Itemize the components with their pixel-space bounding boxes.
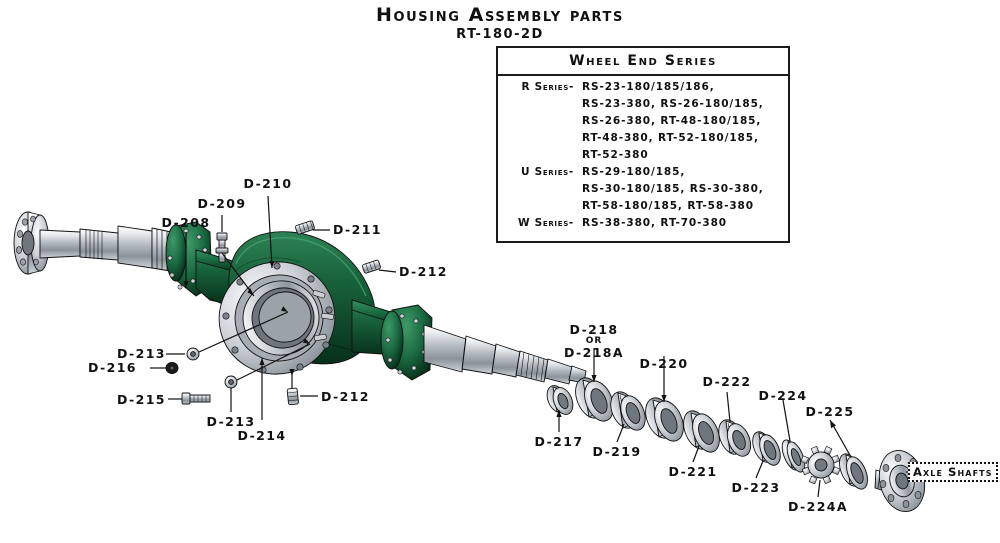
plug-d212-bottom — [286, 387, 299, 406]
callout-d218-or: OR — [585, 336, 603, 346]
part-d223 — [752, 431, 781, 466]
table-row: RS-23-380, RS-26-180/185, — [498, 98, 788, 115]
washer-d216 — [165, 362, 179, 374]
callout-d223: D-223 — [731, 480, 781, 495]
right-housing-flange — [380, 304, 433, 381]
washer-d213-upper — [186, 347, 200, 361]
part-d218 — [575, 377, 614, 422]
part-d224a — [800, 445, 841, 485]
callout-d220: D-220 — [639, 356, 689, 371]
part-d217 — [546, 385, 574, 415]
axle-shafts-label: Axle Shafts — [908, 462, 998, 482]
callout-d224a: D-224A — [788, 499, 848, 514]
series-models: RS-26-380, RT-48-180/185, — [582, 115, 762, 127]
callout-d212-bottom: D-212 — [321, 389, 370, 404]
page-subtitle: RT-180-2D — [456, 27, 544, 42]
callout-d214: D-214 — [237, 428, 287, 443]
plug-d211 — [295, 220, 315, 235]
table-row: R Series- RS-23-180/185/186, — [498, 81, 788, 98]
callout-d210: D-210 — [243, 176, 293, 191]
callout-d225: D-225 — [805, 404, 855, 419]
callout-d216: D-216 — [88, 360, 137, 375]
bolt-d215 — [181, 392, 211, 405]
wheel-end-component-stack — [546, 377, 926, 512]
callout-d213-lower: D-213 — [206, 414, 256, 429]
callout-d212-top: D-212 — [399, 264, 448, 279]
table-row: U Series- RS-29-180/185, — [498, 166, 788, 183]
part-d221 — [683, 410, 720, 453]
table-row: RT-58-180/185, RT-58-380 — [498, 200, 788, 217]
callout-d208: D-208 — [161, 215, 211, 230]
table-row: RT-52-380 — [498, 149, 788, 166]
table-row: RS-30-180/185, RS-30-380, — [498, 183, 788, 200]
part-d222 — [718, 419, 752, 457]
part-d224 — [781, 439, 806, 473]
series-models: RS-30-180/185, RS-30-380, — [582, 183, 764, 195]
series-models: RS-29-180/185, — [582, 166, 686, 178]
series-label: R Series- — [521, 81, 574, 93]
table-row: RS-26-380, RT-48-180/185, — [498, 115, 788, 132]
callout-d213-upper: D-213 — [117, 346, 166, 361]
part-d225 — [839, 453, 868, 490]
callout-d215: D-215 — [117, 392, 166, 407]
callout-d218: D-218 — [569, 322, 619, 337]
part-d220 — [645, 397, 684, 442]
callout-d222: D-222 — [702, 374, 752, 389]
callout-d211: D-211 — [333, 222, 382, 237]
table-header: Wheel End Series — [498, 48, 788, 76]
callout-d221: D-221 — [668, 464, 718, 479]
left-spindle — [13, 211, 177, 275]
page-title: Housing Assembly parts — [376, 4, 624, 26]
series-models: RS-38-380, RT-70-380 — [582, 217, 728, 229]
part-d219 — [610, 391, 646, 431]
callout-d209: D-209 — [197, 196, 247, 211]
series-models: RT-48-380, RT-52-180/185, — [582, 132, 759, 144]
callout-d219: D-219 — [592, 444, 642, 459]
plug-d212-top — [362, 259, 381, 274]
callout-d224: D-224 — [758, 388, 808, 403]
series-label: W Series- — [517, 217, 574, 229]
series-models: RT-58-180/185, RT-58-380 — [582, 200, 754, 212]
leader-arrowheads — [183, 261, 836, 429]
callout-d217: D-217 — [534, 434, 584, 449]
fastener-d209 — [215, 232, 229, 263]
series-models: RT-52-380 — [582, 149, 649, 161]
series-label: U Series- — [520, 166, 574, 178]
series-models: RS-23-380, RS-26-180/185, — [582, 98, 764, 110]
right-spindle — [423, 324, 587, 385]
table-row: RT-48-380, RT-52-180/185, — [498, 132, 788, 149]
wheel-end-series-table: Wheel End Series R Series- RS-23-180/185… — [496, 46, 790, 243]
callout-d218a: D-218A — [564, 345, 624, 360]
washer-d213-lower — [224, 375, 238, 389]
series-models: RS-23-180/185/186, — [582, 81, 715, 93]
table-body: R Series- RS-23-180/185/186, RS-23-380, … — [498, 76, 788, 234]
table-row: W Series- RS-38-380, RT-70-380 — [498, 217, 788, 234]
